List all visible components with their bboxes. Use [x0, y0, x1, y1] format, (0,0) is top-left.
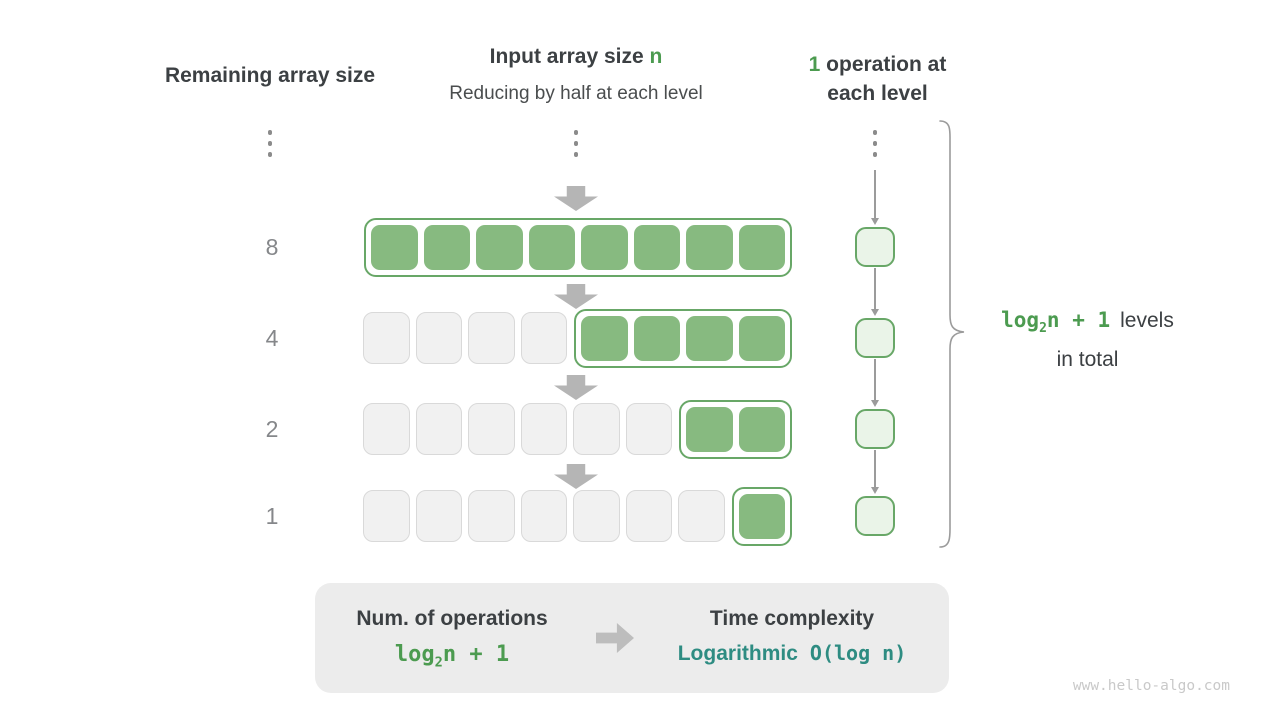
array-cell-active: [476, 224, 523, 270]
header-operation-per-level: 1 operation at each level: [775, 50, 980, 108]
ellipsis-dot: [573, 152, 579, 157]
connector-line: [874, 170, 876, 218]
row-size-label: 8: [265, 234, 279, 260]
levels-total-line1: log2n + 1 levels: [985, 305, 1190, 344]
array-cell-active: [686, 224, 733, 270]
array-cell-discarded: [625, 403, 672, 455]
operation-cell: [855, 496, 895, 536]
connector-arrowhead-icon: [870, 487, 879, 494]
array-cell-active: [738, 315, 785, 361]
array-cell-active: [423, 224, 470, 270]
header-remaining-array-size: Remaining array size: [164, 64, 376, 87]
ellipsis-dots: [267, 130, 273, 157]
subarray-container: [679, 399, 792, 459]
array-cell-discarded: [520, 312, 567, 364]
subarray-container: [574, 308, 792, 368]
formula-log: log: [1001, 308, 1040, 332]
row-size-label: 1: [265, 503, 279, 529]
array-cell-active: [686, 315, 733, 361]
array-cell-active: [528, 224, 575, 270]
header-input-array-size: Input array size n: [426, 45, 726, 69]
array-cell-discarded: [468, 490, 515, 542]
formula-log: log: [394, 642, 435, 667]
levels-total-line2: in total: [1056, 348, 1119, 372]
array-cell-discarded: [678, 490, 725, 542]
operation-cell: [855, 409, 895, 449]
time-complexity-title: Time complexity: [709, 607, 875, 630]
num-operations-formula: log2n + 1: [315, 642, 589, 670]
ellipsis-dot: [267, 141, 273, 146]
array-cell-discarded: [415, 490, 462, 542]
array-cell-discarded: [520, 490, 567, 542]
array-cell-active: [581, 224, 628, 270]
connector-arrowhead-icon: [870, 309, 879, 316]
subarray-container: [364, 217, 792, 277]
ellipsis-dot: [573, 130, 579, 135]
ellipsis-dot: [573, 141, 579, 146]
array-cell-discarded: [363, 312, 410, 364]
operation-cell: [855, 318, 895, 358]
array-cell-discarded: [520, 403, 567, 455]
ellipsis-dot: [267, 130, 273, 135]
ellipsis-dots: [872, 130, 878, 157]
header-operation-line2: each level: [827, 82, 928, 105]
ellipsis-dot: [872, 130, 878, 135]
array-cell-discarded: [415, 403, 462, 455]
row-size-label: 4: [265, 325, 279, 351]
array-cell-discarded: [468, 312, 515, 364]
down-arrow-icon: [554, 186, 598, 211]
logarithmic-label: Logarithmic: [677, 642, 798, 665]
time-complexity-value: Logarithmic O(log n): [632, 641, 952, 666]
literal-1: 1: [808, 53, 821, 76]
num-operations-title: Num. of operations: [356, 607, 548, 630]
array-cell-active: [738, 406, 785, 452]
array-cell-active: [738, 493, 785, 539]
connector-line: [874, 359, 876, 400]
row-size-label: 2: [265, 416, 279, 442]
ellipsis-dot: [267, 152, 273, 157]
brace-icon: [939, 120, 965, 548]
header-input-array-size-text: Input array size: [489, 45, 644, 68]
array-cell-discarded: [468, 403, 515, 455]
array-cell-discarded: [363, 403, 410, 455]
down-arrow-icon: [554, 464, 598, 489]
subarray-container: [731, 486, 792, 546]
operation-cell: [855, 227, 895, 267]
array-cell-discarded: [415, 312, 462, 364]
array-cell-discarded: [625, 490, 672, 542]
connector-line: [874, 450, 876, 487]
right-arrow-icon: [596, 623, 634, 653]
summary-box: Num. of operations log2n + 1 Time comple…: [315, 583, 949, 693]
formula-n-plus-1: n + 1: [1046, 308, 1111, 332]
formula-sub-2: 2: [434, 654, 443, 671]
array-cell-active: [633, 224, 680, 270]
header-reducing-subtitle: Reducing by half at each level: [449, 83, 703, 104]
levels-word: levels: [1120, 309, 1174, 332]
array-cell-active: [371, 224, 418, 270]
array-cell-discarded: [573, 403, 620, 455]
formula-n-plus-1: n + 1: [442, 642, 510, 667]
array-cell-discarded: [573, 490, 620, 542]
array-cell-active: [738, 224, 785, 270]
array-cell-active: [686, 406, 733, 452]
array-cell-active: [581, 315, 628, 361]
formula-sub-2: 2: [1039, 321, 1047, 337]
ellipsis-dot: [872, 152, 878, 157]
down-arrow-icon: [554, 284, 598, 309]
watermark: www.hello-algo.com: [1072, 678, 1230, 694]
array-cell-discarded: [363, 490, 410, 542]
down-arrow-icon: [554, 375, 598, 400]
array-cell-active: [633, 315, 680, 361]
connector-arrowhead-icon: [870, 400, 879, 407]
connector-arrowhead-icon: [870, 218, 879, 225]
log2n-plus-1-formula: log2n + 1: [1001, 308, 1111, 336]
ellipsis-dots: [573, 130, 579, 157]
header-operation-line1: operation at: [826, 53, 947, 76]
big-o-log-n: O(log n): [809, 641, 907, 665]
variable-n: n: [649, 45, 663, 68]
levels-total-label: log2n + 1 levels in total: [985, 305, 1190, 375]
ellipsis-dot: [872, 141, 878, 146]
connector-line: [874, 268, 876, 309]
